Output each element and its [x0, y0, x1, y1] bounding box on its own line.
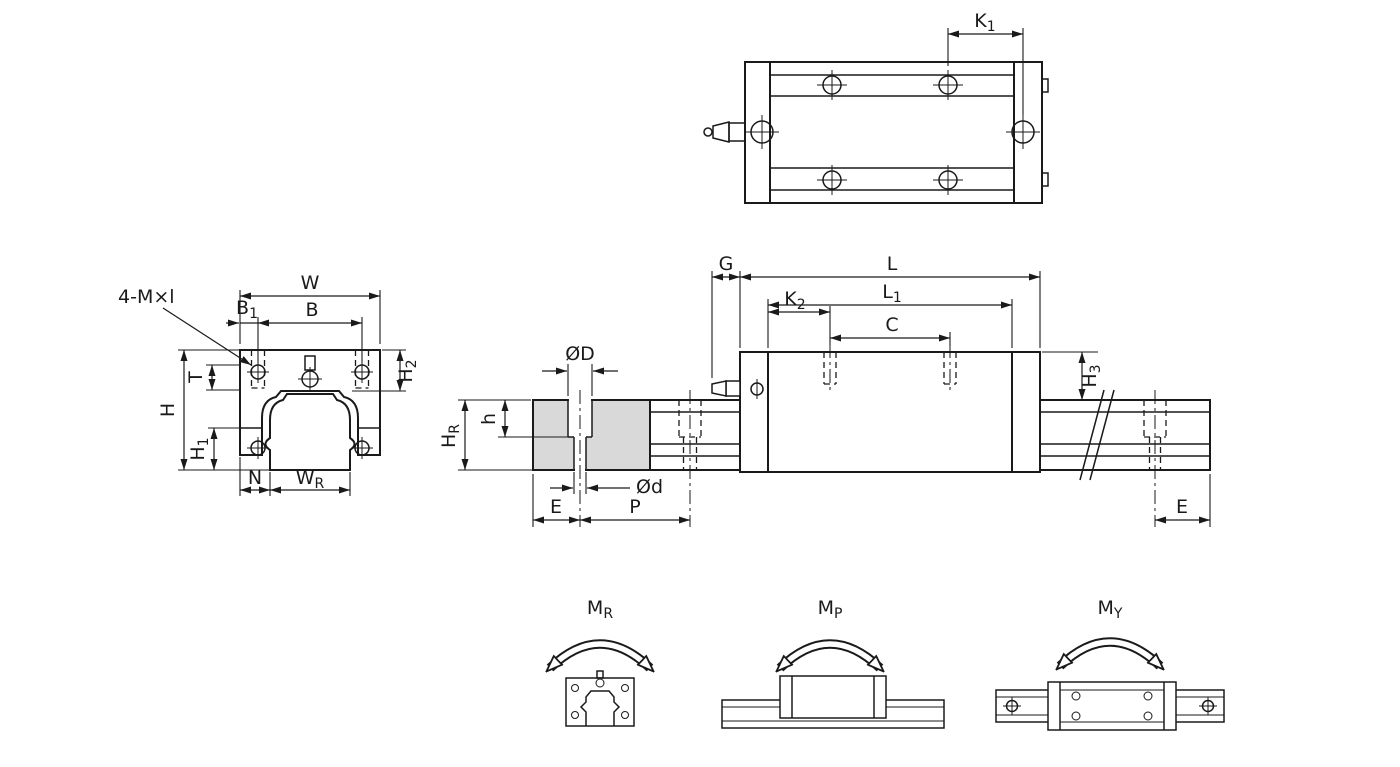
dim-e-left: E — [532, 474, 580, 527]
thread-callout: 4-M×l — [118, 286, 252, 366]
dim-wr: WR — [270, 467, 351, 496]
moment-label-mp: MP — [818, 597, 843, 622]
dim-label-h3: H3 — [1079, 364, 1104, 387]
carriage-tapped-holes — [247, 350, 373, 459]
dim-h3: H3 — [1042, 351, 1104, 400]
dim-l1: L1 — [767, 281, 1013, 348]
dim-l: L — [739, 253, 1041, 348]
rail-section — [532, 390, 651, 527]
dim-label-wr: WR — [296, 467, 325, 492]
dim-label-w: W — [301, 272, 320, 294]
moment-diagrams: MR MP — [550, 597, 1225, 731]
dim-k2: K2 — [768, 288, 831, 345]
moment-mr: MR — [550, 597, 650, 727]
dim-label-hr: HR — [438, 424, 463, 448]
dim-k1: K1 — [947, 10, 1024, 115]
reference-tab — [1041, 172, 1049, 187]
dim-c: C — [830, 314, 951, 346]
dim-g: G — [711, 253, 740, 378]
rail-mounting-hole-hidden — [1143, 390, 1167, 527]
dim-label-k1: K1 — [974, 10, 995, 35]
mini-side-view — [721, 675, 945, 729]
grease-nipple-front-icon — [298, 355, 322, 391]
dim-b: B — [257, 299, 363, 362]
moment-mp: MP — [721, 597, 945, 729]
dim-hr: HR — [438, 399, 533, 471]
rail-side-view — [649, 389, 1211, 527]
dim-label-dia-d: Ød — [636, 476, 663, 498]
grease-nipple-top-icon — [703, 121, 746, 143]
dim-label-h2: H2 — [395, 359, 420, 382]
counterbore-hole — [567, 400, 593, 470]
dim-label-k2: K2 — [784, 288, 805, 313]
moment-my: MY — [995, 597, 1225, 731]
moment-label-mr: MR — [587, 597, 613, 622]
dim-t: T — [185, 364, 240, 391]
thread-note-label: 4-M×l — [118, 286, 175, 308]
dim-label-b: B — [305, 299, 318, 321]
yaw-moment-arrow — [1060, 637, 1160, 666]
dim-label-p: P — [629, 496, 640, 518]
dim-label-n: N — [248, 467, 262, 489]
dim-b1: B1 — [226, 297, 258, 327]
rail-mounting-hole-hidden — [678, 390, 702, 527]
dim-label-t: T — [185, 371, 207, 384]
break-lines — [1079, 389, 1115, 481]
rail-end-profile — [264, 393, 356, 471]
dim-label-h-small: h — [478, 413, 500, 425]
mini-front-view — [565, 670, 635, 727]
carriage-bolt-hole-hidden — [823, 344, 837, 392]
dim-label-h: H — [157, 403, 179, 417]
carriage-side-view — [711, 344, 1041, 473]
dim-h1: H1 — [187, 427, 240, 470]
moment-label-my: MY — [1098, 597, 1123, 622]
dim-label-l: L — [887, 253, 898, 275]
mini-top-view — [995, 681, 1225, 731]
dim-p: P — [580, 496, 690, 524]
pitch-moment-arrow — [780, 639, 880, 668]
dim-label-e-left: E — [550, 496, 562, 518]
roll-moment-arrow — [550, 639, 650, 668]
reference-tab — [1041, 78, 1049, 93]
dim-h: H — [157, 349, 270, 471]
dim-label-c: C — [885, 314, 898, 336]
dim-w: W — [239, 272, 381, 344]
side-view: G L L1 K2 C H3 — [438, 253, 1211, 527]
dim-dia-D: ØD — [542, 343, 618, 396]
carriage-top-outline — [744, 61, 1043, 204]
front-view: W B B1 4-M×l H2 T H — [118, 272, 420, 496]
dim-dia-d: Ød — [550, 472, 663, 498]
dim-h2: H2 — [352, 349, 420, 392]
dim-label-dia-D: ØD — [565, 343, 595, 365]
dim-e-right: E — [1155, 474, 1211, 527]
top-mounting-holes — [745, 70, 1040, 195]
grease-nipple-side-icon — [711, 380, 741, 397]
dim-label-g: G — [719, 253, 734, 275]
dim-n: N — [239, 457, 271, 496]
dim-label-l1: L1 — [882, 281, 902, 306]
carriage-bolt-hole-hidden — [943, 344, 957, 392]
dim-label-h1: H1 — [187, 437, 212, 460]
top-view: K1 — [703, 10, 1049, 204]
dim-label-b1: B1 — [236, 297, 258, 322]
dim-label-e-right: E — [1176, 496, 1188, 518]
